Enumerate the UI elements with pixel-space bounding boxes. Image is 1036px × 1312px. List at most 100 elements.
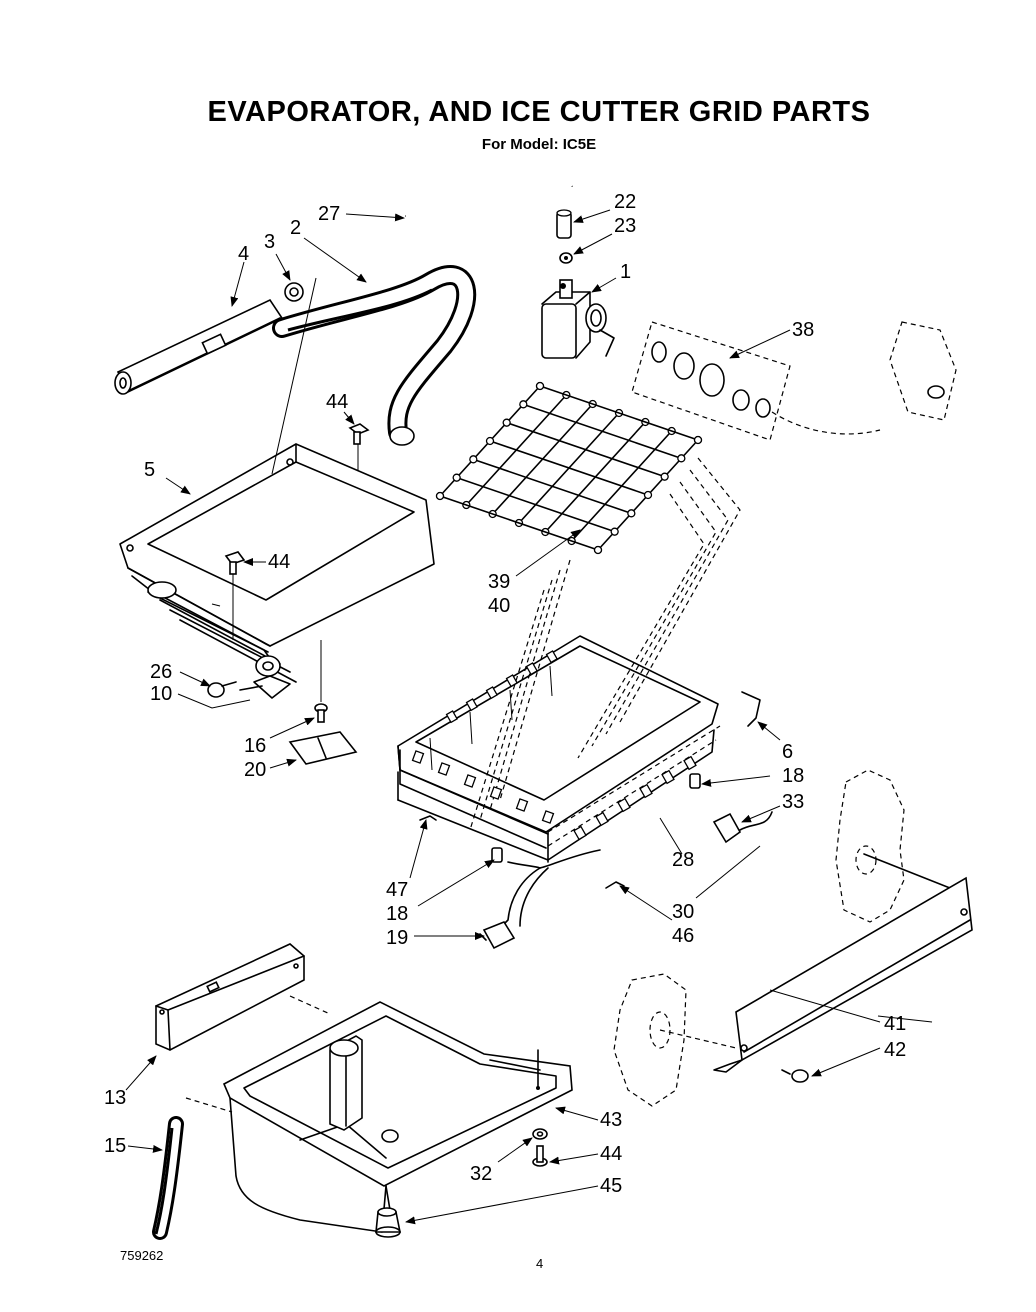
grid-wire-end	[660, 472, 669, 481]
grid-wire	[455, 476, 616, 533]
screw-42	[781, 1069, 809, 1083]
callout-33: 33	[782, 791, 805, 813]
grid-wire-end	[593, 545, 603, 555]
callout-43: 43	[600, 1109, 623, 1131]
callout-32: 32	[470, 1163, 493, 1185]
cutter-frame-slots	[411, 650, 697, 841]
callout-42: 42	[884, 1039, 907, 1061]
callout-22: 22	[614, 191, 637, 213]
page-number: 4	[536, 1256, 544, 1271]
model-subtitle: For Model: IC5E	[481, 136, 597, 153]
frame-slot	[489, 786, 503, 800]
grid-wire-end	[677, 454, 686, 463]
callout-18-right: 18	[782, 765, 805, 787]
grid-wire-end	[519, 400, 528, 409]
water-tube-27	[405, 171, 574, 218]
callout-47: 47	[386, 879, 409, 901]
drain-pan	[222, 1001, 573, 1233]
frame-slot	[411, 750, 425, 764]
wire-47	[419, 815, 437, 821]
screw-44-bottom	[532, 1145, 548, 1167]
cabinet-lower-ref	[613, 973, 737, 1107]
knob-3	[284, 282, 304, 302]
frame-slot	[437, 762, 451, 776]
frame-slot	[505, 674, 518, 688]
grid-lead	[591, 481, 717, 747]
nut-23	[559, 252, 573, 264]
callout-30: 30	[672, 901, 695, 923]
drain-hose-15	[152, 1116, 184, 1240]
grid-wire	[539, 385, 699, 441]
frame-slot	[661, 769, 675, 785]
grid-wire-end	[535, 381, 545, 391]
connector-18-right	[689, 773, 701, 789]
grid-lead	[489, 569, 561, 811]
frame-slot	[617, 797, 631, 813]
grid-wire-end	[610, 527, 619, 536]
cutter-grid-39-40	[435, 381, 741, 831]
grid-lead	[479, 579, 553, 821]
frame-slot	[573, 825, 587, 841]
callout-20: 20	[244, 759, 267, 781]
bracket-20	[288, 731, 358, 765]
connector-18-left	[491, 847, 503, 863]
screw-16	[314, 703, 328, 723]
callout-3: 3	[264, 231, 276, 253]
grid-wire-end	[452, 473, 461, 482]
cabinet-cutout-ref	[889, 321, 957, 421]
callout-13: 13	[104, 1087, 127, 1109]
drain-hose-2	[272, 265, 477, 446]
heater-terminals-10	[239, 655, 291, 699]
grid-wire	[489, 440, 649, 496]
frame-slot	[485, 686, 498, 700]
callout-16: 16	[244, 735, 267, 757]
tube-fitting-22	[556, 209, 572, 239]
frame-slot	[465, 698, 478, 712]
grid-wire-end	[643, 490, 653, 500]
wire-46	[605, 881, 625, 889]
grid-wire-end	[435, 491, 445, 501]
callout-1: 1	[620, 261, 632, 283]
rod-4	[114, 298, 284, 395]
callout-6: 6	[782, 741, 794, 763]
callout-41: 41	[884, 1013, 907, 1035]
callout-44-bottom: 44	[600, 1143, 623, 1165]
frame-slot	[525, 662, 538, 676]
bracket-33	[712, 811, 773, 844]
frame-slot	[545, 650, 558, 664]
callout-27: 27	[318, 203, 341, 225]
frame-slot	[445, 710, 458, 724]
callout-leaders	[125, 209, 933, 1225]
page-title: EVAPORATOR, AND ICE CUTTER GRID PARTS	[207, 96, 871, 128]
grid-lead	[469, 589, 545, 831]
grid-wire-end	[502, 418, 511, 427]
frame-slot	[595, 811, 609, 827]
washer-32	[532, 1128, 548, 1140]
callout-10: 10	[150, 683, 173, 705]
callout-26: 26	[150, 661, 173, 683]
callout-18-left: 18	[386, 903, 409, 925]
grid-lead	[619, 457, 741, 723]
callout-5: 5	[144, 459, 156, 481]
bracket-13	[155, 943, 305, 1051]
document-number: 759262	[120, 1248, 164, 1263]
clip-6	[741, 691, 761, 727]
grid-wire-end	[485, 436, 495, 446]
callout-38: 38	[792, 319, 815, 341]
callout-39: 39	[488, 571, 511, 593]
grid-wire	[439, 495, 599, 551]
callout-19: 19	[386, 927, 409, 949]
callout-2: 2	[290, 217, 302, 239]
grid-wire	[505, 421, 666, 478]
power-cord-19	[479, 849, 601, 950]
callout-44-top: 44	[326, 391, 349, 413]
grid-lead	[605, 469, 729, 735]
callout-15: 15	[104, 1135, 127, 1157]
screw-44-top	[348, 423, 370, 445]
panel-41	[713, 876, 973, 1073]
grid-wire	[522, 403, 683, 460]
frame-slot	[639, 783, 653, 799]
frame-slot	[515, 798, 529, 812]
callout-46: 46	[672, 925, 695, 947]
